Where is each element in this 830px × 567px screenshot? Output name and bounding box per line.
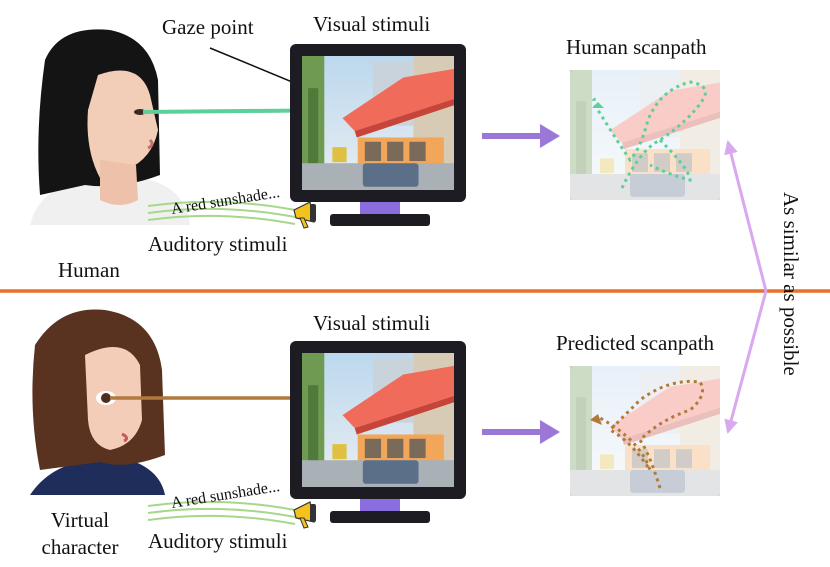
human-label: Human <box>58 258 120 282</box>
virtual-label-line2: character <box>41 535 119 559</box>
auditory-stimuli-label-top: Auditory stimuli <box>148 232 288 256</box>
process-arrow-bottom-head <box>540 420 560 444</box>
megaphone-icon <box>293 501 316 529</box>
visual-stimuli-label-top: Visual stimuli <box>313 12 431 36</box>
virtual-label-line1: Virtual <box>50 508 110 532</box>
similarity-arrow-up <box>724 140 768 292</box>
gaze-point-label: Gaze point <box>162 15 254 39</box>
audio-caption-bottom: A red sunshade... <box>170 478 281 512</box>
monitor-icon <box>290 341 466 523</box>
auditory-stimuli-label-bottom: Auditory stimuli <box>148 529 288 553</box>
human-scanpath-label: Human scanpath <box>566 35 707 59</box>
process-arrow-top-head <box>540 124 560 148</box>
megaphone-icon <box>293 201 316 229</box>
human-portrait-icon <box>30 29 190 225</box>
audio-waves <box>147 500 296 525</box>
scanpath-thumbnail-icon <box>570 70 720 200</box>
audio-waves <box>147 200 296 225</box>
similarity-arrow-down <box>724 290 768 434</box>
visual-stimuli-label-bottom: Visual stimuli <box>313 311 431 335</box>
predicted-scanpath-label: Predicted scanpath <box>556 331 715 355</box>
virtual-character-icon <box>30 309 165 495</box>
monitor-icon <box>290 44 466 226</box>
comparison-label: As similar as possible <box>779 192 803 376</box>
scanpath-thumbnail-icon <box>570 366 720 496</box>
predicted-scanpath <box>599 379 704 489</box>
